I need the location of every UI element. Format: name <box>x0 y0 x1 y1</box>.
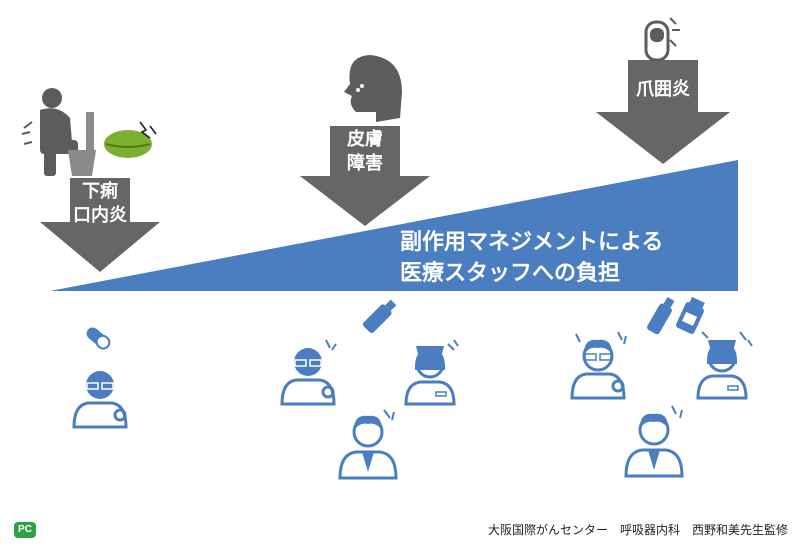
nurse-icon <box>696 331 753 400</box>
burden-wedge <box>50 160 738 291</box>
burden-label: 副作用マネジメントによる 医療スタッフへの負担 <box>400 230 664 286</box>
nurse-icon <box>404 339 459 406</box>
pharmacist-icon <box>338 409 398 480</box>
arrow-3-label: 爪囲炎 <box>636 79 690 100</box>
nail-finger-icon <box>644 17 680 62</box>
arrow-2-label: 皮膚 障害 <box>347 129 383 174</box>
mouth-lips-icon <box>104 121 157 158</box>
pc-logo: PC <box>14 522 36 538</box>
pharmacist-icon <box>624 405 684 478</box>
supervisor-credit: 大阪国際がんセンター 呼吸器内科 西野和美先生監修 <box>487 523 788 537</box>
arrow-3 <box>596 60 730 164</box>
diarrhea-figure-icon <box>21 88 96 176</box>
pill-icon <box>86 327 111 350</box>
doctor-icon <box>280 339 337 406</box>
medicine-bottle-icon <box>676 296 705 334</box>
ointment-tube-icon <box>362 299 397 334</box>
arrow-2 <box>300 126 430 226</box>
ointment-tube-icon <box>647 296 675 335</box>
doctor-icon <box>72 371 128 429</box>
arrow-1-label: 下痢 口内炎 <box>73 181 127 226</box>
doctor-icon <box>570 331 627 400</box>
arrow-1 <box>40 178 160 272</box>
skin-head-icon <box>344 55 402 122</box>
